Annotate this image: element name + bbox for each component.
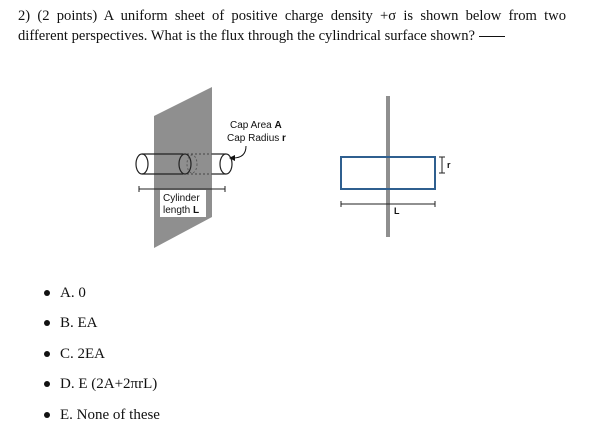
cylinder-sheet-intersection <box>178 153 192 175</box>
cylinder-label-line2: length L <box>163 205 199 216</box>
bullet-icon <box>44 290 50 296</box>
answer-blank <box>479 36 505 37</box>
charged-sheet <box>154 87 212 248</box>
bullet-icon <box>44 381 50 388</box>
bullet-icon <box>44 350 50 357</box>
sheet-edge-view <box>386 96 390 237</box>
cylinder-sheet-intersection-hidden <box>186 154 198 174</box>
cap-pointer-arrowhead-icon <box>229 155 235 161</box>
cap-area-label: Cap Area A <box>230 120 282 131</box>
bullet-icon <box>44 411 50 418</box>
cylinder-label-line1: Cylinder <box>163 193 200 204</box>
bullet-icon <box>44 320 50 327</box>
option-c: C. 2EA <box>40 339 160 369</box>
answer-options: A. 0 B. EA C. 2EA D. E (2A+2πrL) E. None… <box>40 278 160 430</box>
cylinder-side-view <box>340 156 436 190</box>
cap-pointer-arrow <box>232 145 247 159</box>
question-text-block: 2) (2 points) A uniform sheet of positiv… <box>18 6 566 46</box>
cap-radius-label: Cap Radius r <box>227 133 286 144</box>
option-e: E. None of these <box>40 400 160 430</box>
radius-label: r <box>447 160 451 170</box>
option-d: D. E (2A+2πrL) <box>40 369 160 399</box>
side-length-label: L <box>394 206 400 216</box>
question-text: 2) (2 points) A uniform sheet of positiv… <box>18 8 566 44</box>
cylinder-left-cap <box>135 153 149 175</box>
cylinder-right-cap <box>219 153 233 175</box>
option-b: B. EA <box>40 308 160 338</box>
option-a: A. 0 <box>40 278 160 308</box>
cylinder-label-backdrop <box>160 190 206 217</box>
